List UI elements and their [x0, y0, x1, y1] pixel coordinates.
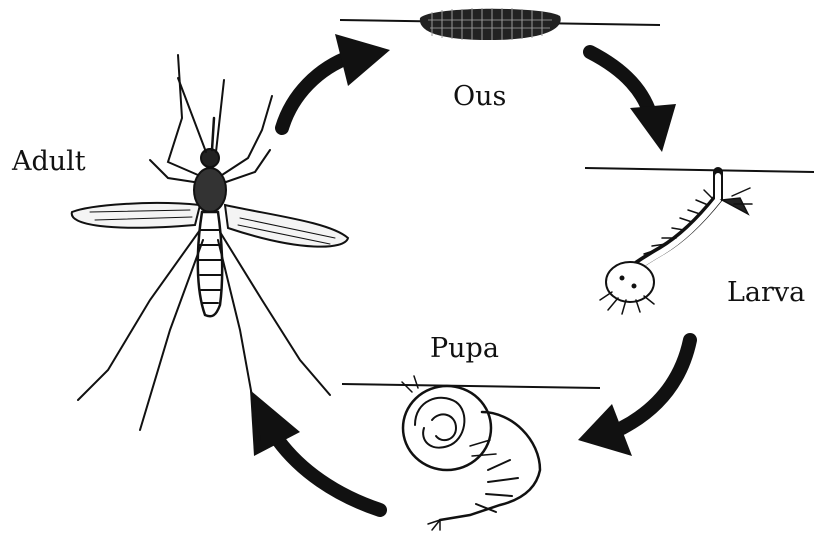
pupa-water-line [342, 384, 600, 388]
larva-water-line [585, 168, 814, 172]
pupa-illustration [402, 376, 540, 530]
adult-label: Adult [12, 146, 86, 177]
arrow-pupa-to-adult [250, 390, 380, 510]
adult-mosquito-illustration [72, 55, 348, 440]
pupa-label: Pupa [430, 333, 499, 364]
larva-label: Larva [727, 277, 805, 308]
egg-raft-illustration [420, 8, 561, 40]
arrow-larva-to-pupa [578, 340, 690, 456]
arrow-adult-to-egg [282, 34, 390, 128]
arrow-egg-to-larva [590, 52, 676, 152]
egg-label: Ous [453, 81, 506, 112]
